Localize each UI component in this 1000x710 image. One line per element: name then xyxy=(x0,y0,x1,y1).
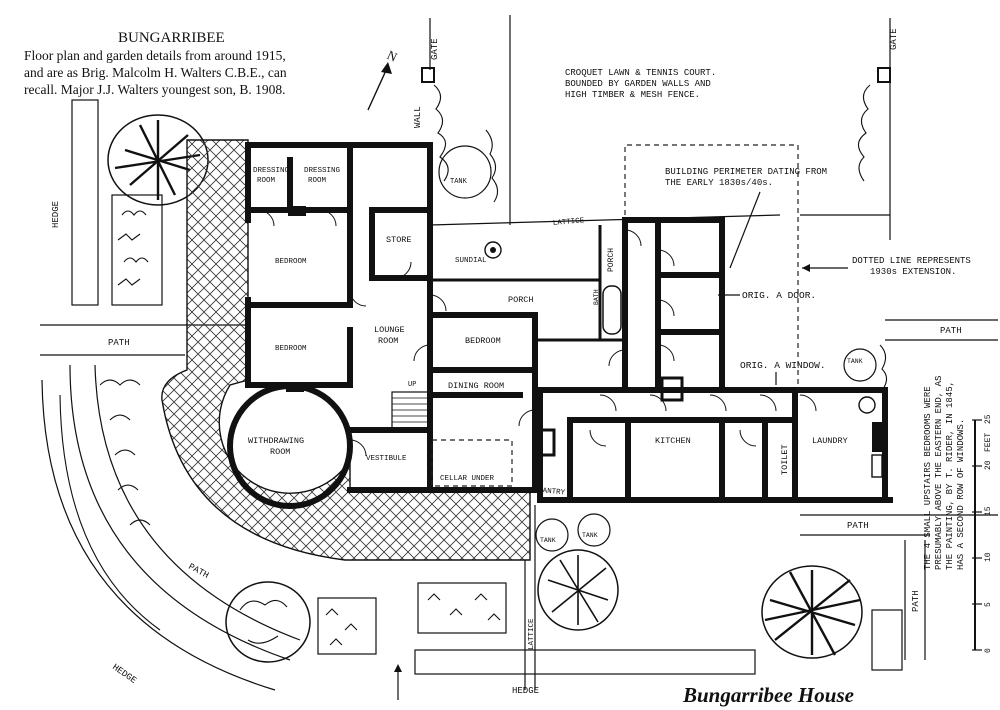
cellar-outline xyxy=(431,439,513,487)
room-dressing-1-b: ROOM xyxy=(257,177,276,185)
room-up: UP xyxy=(408,381,416,389)
room-withdrawing-b: ROOM xyxy=(270,447,290,457)
tank-bottom-2 xyxy=(577,513,611,547)
stair xyxy=(391,391,429,431)
scale-unit: FEET xyxy=(984,433,993,452)
room-porch-2: PORCH xyxy=(607,248,616,272)
note-orig-door: ORIG. A DOOR. xyxy=(742,290,816,301)
lattice-2-label: LATTICE xyxy=(528,618,536,650)
note-side-4: HAS A SECOND ROW OF WINDOWS. xyxy=(956,419,966,570)
plan-caption-line-3: recall. Major J.J. Walters youngest son,… xyxy=(24,82,286,97)
tank-right xyxy=(843,348,877,382)
room-toilet: TOILET xyxy=(780,444,790,475)
room-laundry: LAUNDRY xyxy=(812,436,848,446)
room-cellar: CELLAR UNDER xyxy=(440,475,495,483)
scale-tick-20: 20 xyxy=(984,460,993,470)
scale-tick-25: 25 xyxy=(984,414,993,424)
room-lounge-a: LOUNGE xyxy=(374,325,405,335)
room-dining: DINING ROOM xyxy=(448,381,504,391)
garden-bed-bottom-middle xyxy=(417,582,507,634)
tree-bottom-right-icon xyxy=(761,565,863,659)
curved-path-inner xyxy=(69,364,291,661)
room-kitchen: KITCHEN xyxy=(655,436,691,446)
sundial-icon xyxy=(484,241,502,259)
tree-bottom-left-icon xyxy=(225,581,311,663)
garden-bed-left xyxy=(111,194,163,306)
tree-bottom-middle-icon xyxy=(537,549,619,631)
note-orig-window: ORIG. A WINDOW. xyxy=(740,360,826,371)
note-dotted-1: DOTTED LINE REPRESENTS xyxy=(852,256,971,266)
tank-4-label: TANK xyxy=(582,532,598,539)
curved-hedge-outer xyxy=(41,379,276,691)
plan-caption-line-2: and are as Brig. Malcolm H. Walters C.B.… xyxy=(24,65,287,80)
note-side-3: THE PAINTING, BY T. RIDER, IN 1845, xyxy=(945,381,955,570)
north-label: N xyxy=(385,47,400,65)
room-porch-1: PORCH xyxy=(508,295,534,305)
room-bedroom-3: BEDROOM xyxy=(465,336,501,346)
plan-title: BUNGARRIBEE xyxy=(118,30,225,46)
hedge-left-strip xyxy=(71,99,99,306)
note-dotted-2: 1930s EXTENSION. xyxy=(870,267,956,277)
room-dressing-1-a: DRESSING xyxy=(253,167,290,175)
extension-dotted-line xyxy=(624,144,799,390)
room-bedroom-2: BEDROOM xyxy=(275,345,307,353)
note-croquet-3: HIGH TIMBER & MESH FENCE. xyxy=(565,90,700,100)
gate-2-label: GATE xyxy=(889,28,899,50)
tank-bottom-1 xyxy=(535,518,569,552)
scale-tick-5: 5 xyxy=(984,602,993,607)
gate-post-1 xyxy=(421,67,435,83)
hedge-bottom-label: HEDGE xyxy=(512,686,539,696)
tank-1-label: TANK xyxy=(450,178,468,186)
room-dressing-2-a: DRESSING xyxy=(304,167,341,175)
garden-bed-left-plants xyxy=(117,210,149,286)
note-croquet-1: CROQUET LAWN & TENNIS COURT. xyxy=(565,68,716,78)
withdrawing-room-wall xyxy=(227,383,353,509)
note-perimeter-2: THE EARLY 1830s/40s. xyxy=(665,178,773,188)
curved-path-inner-2 xyxy=(94,364,301,641)
north-arrow-icon xyxy=(367,62,392,111)
tank-2-label: TANK xyxy=(847,358,863,365)
garden-bed-bottom-right xyxy=(871,609,903,671)
path-right-vert-label: PATH xyxy=(911,590,921,612)
path-right-top-label: PATH xyxy=(940,326,962,336)
wall-label: WALL xyxy=(413,106,423,128)
room-bath: BATH xyxy=(593,289,600,305)
room-lounge-b: ROOM xyxy=(378,336,398,346)
lattice-1-label: LATTICE xyxy=(553,217,586,228)
scale-bar: 0 5 10 15 20 25 FEET xyxy=(972,414,993,653)
signature-title: Bungarribee House xyxy=(682,683,854,707)
note-side-2: PRESUMABLY ABOVE THE EASTERN END, AS xyxy=(934,376,944,570)
note-perimeter-1: BUILDING PERIMETER DATING FROM xyxy=(665,167,827,177)
garden-bed-bottom-left xyxy=(317,597,377,655)
tank-garden-1 xyxy=(438,145,492,199)
lattice-terrace xyxy=(161,139,531,561)
building-outline xyxy=(227,142,893,509)
sundial-label: SUNDIAL xyxy=(455,257,487,265)
bath-tub xyxy=(602,285,622,335)
room-pantry: PANTRY xyxy=(538,487,566,497)
room-bedroom-1: BEDROOM xyxy=(275,258,307,266)
room-store: STORE xyxy=(386,235,412,245)
note-side-1: THE 4 SMALL UPSTAIRS BEDROOMS WERE xyxy=(923,386,933,570)
hedge-left-label: HEDGE xyxy=(51,201,61,228)
gate-post-2 xyxy=(877,67,891,83)
gate-1-label: GATE xyxy=(430,38,440,60)
scale-tick-10: 10 xyxy=(984,552,993,562)
scale-tick-0: 0 xyxy=(984,648,993,653)
hedge-bottom-strip xyxy=(414,649,756,675)
note-croquet-2: BOUNDED BY GARDEN WALLS AND xyxy=(565,79,711,89)
path-right-mid-label: PATH xyxy=(847,521,869,531)
room-vestibule: VESTIBULE xyxy=(366,455,407,463)
room-dressing-2-b: ROOM xyxy=(308,177,327,185)
plan-caption-line-1: Floor plan and garden details from aroun… xyxy=(24,48,286,63)
scale-tick-15: 15 xyxy=(984,506,993,516)
tank-3-label: TANK xyxy=(540,537,556,544)
room-withdrawing-a: WITHDRAWING xyxy=(248,436,304,446)
hedge-bottom-left-label: HEDGE xyxy=(110,662,138,686)
path-left-label: PATH xyxy=(108,338,130,348)
